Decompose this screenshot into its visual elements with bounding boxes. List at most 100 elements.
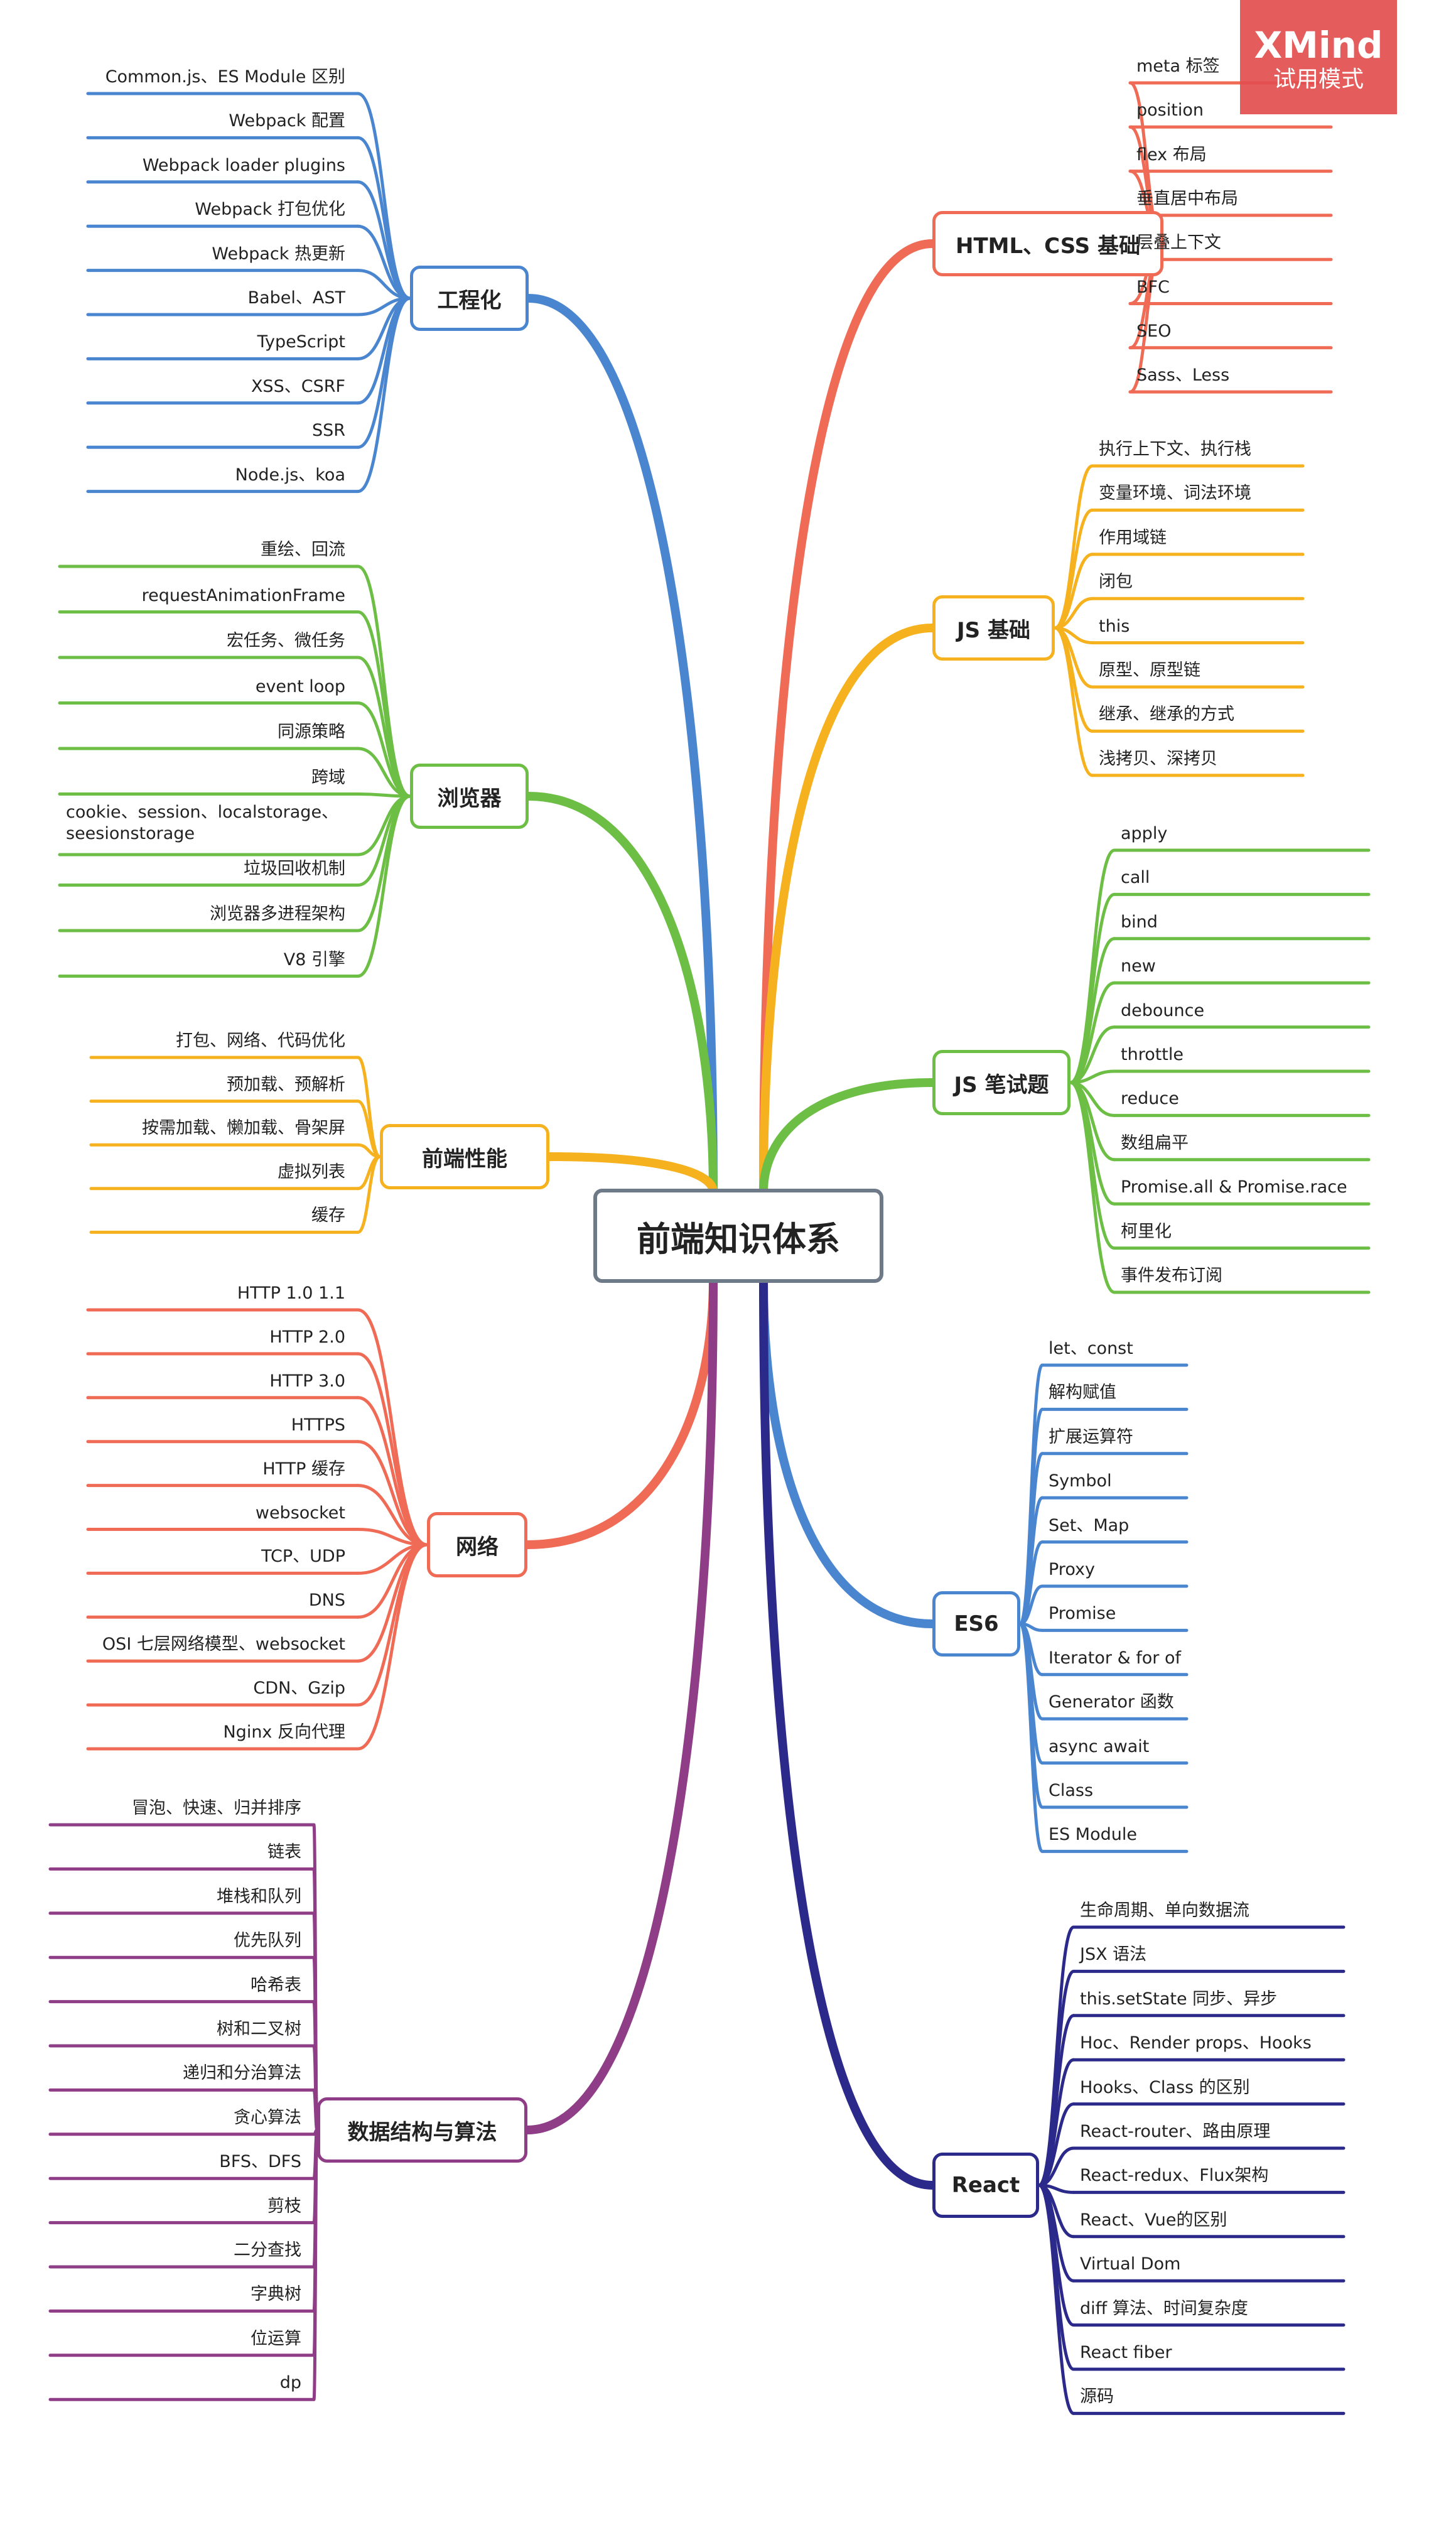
subtopic-item[interactable]: Virtual Dom	[1080, 2254, 1181, 2274]
subtopic-item[interactable]: ES Module	[1049, 1825, 1137, 1845]
subtopic-item[interactable]: React fiber	[1080, 2343, 1172, 2362]
subtopic-item[interactable]: 原型、原型链	[1099, 661, 1200, 680]
subtopic-item[interactable]: Hoc、Render props、Hooks	[1080, 2033, 1312, 2053]
subtopic-item[interactable]: DNS	[308, 1591, 345, 1611]
subtopic-item[interactable]: Common.js、ES Module 区别	[105, 67, 345, 87]
subtopic-item[interactable]: Set、Map	[1049, 1515, 1130, 1535]
subtopic-item[interactable]: debounce	[1121, 1000, 1205, 1020]
subtopic-item[interactable]: diff 算法、时间复杂度	[1080, 2298, 1248, 2318]
subtopic-item[interactable]: OSI 七层网络模型、websocket	[102, 1635, 345, 1655]
subtopic-item[interactable]: Webpack 打包优化	[195, 200, 345, 220]
subtopic-item[interactable]: 重绘、回流	[261, 540, 345, 559]
subtopic-item[interactable]: TypeScript	[257, 332, 345, 352]
central-topic[interactable]: 前端知识体系	[593, 1189, 883, 1283]
subtopic-item[interactable]: 同源策略	[278, 722, 345, 742]
subtopic-item[interactable]: dp	[279, 2373, 301, 2393]
subtopic-item[interactable]: HTTP 缓存	[262, 1459, 345, 1479]
subtopic-item[interactable]: new	[1121, 956, 1156, 976]
subtopic-item[interactable]: 堆栈和队列	[217, 1886, 301, 1906]
subtopic-item[interactable]: 柯里化	[1121, 1221, 1172, 1241]
topic-js-basics[interactable]: JS 基础	[932, 595, 1055, 661]
subtopic-item[interactable]: 树和二叉树	[217, 2019, 301, 2039]
subtopic-item[interactable]: websocket	[255, 1503, 345, 1523]
subtopic-item[interactable]: 位运算	[251, 2328, 301, 2349]
subtopic-item[interactable]: this.setState 同步、异步	[1080, 1989, 1278, 2009]
subtopic-item[interactable]: React-router、路由原理	[1080, 2122, 1271, 2141]
subtopic-item[interactable]: 闭包	[1099, 572, 1133, 592]
subtopic-item[interactable]: 生命周期、单向数据流	[1080, 1901, 1249, 1920]
subtopic-item[interactable]: 垂直居中布局	[1136, 188, 1238, 208]
subtopic-item[interactable]: event loop	[255, 676, 345, 696]
subtopic-item[interactable]: bind	[1121, 912, 1158, 932]
subtopic-item[interactable]: Nginx 反向代理	[223, 1722, 345, 1742]
topic-performance[interactable]: 前端性能	[380, 1124, 549, 1189]
subtopic-item[interactable]: 贪心算法	[234, 2107, 301, 2127]
topic-js-exam[interactable]: JS 笔试题	[932, 1050, 1070, 1115]
subtopic-item[interactable]: 缓存	[311, 1206, 345, 1226]
subtopic-item[interactable]: HTTP 3.0	[269, 1371, 345, 1391]
subtopic-item[interactable]: reduce	[1121, 1089, 1179, 1109]
subtopic-item[interactable]: 垃圾回收机制	[244, 858, 345, 878]
subtopic-item[interactable]: Hooks、Class 的区别	[1080, 2077, 1250, 2097]
subtopic-item[interactable]: 源码	[1080, 2387, 1114, 2407]
subtopic-item[interactable]: 预加载、预解析	[227, 1074, 345, 1095]
subtopic-item[interactable]: SSR	[311, 421, 345, 441]
subtopic-item[interactable]: 作用域链	[1099, 527, 1167, 548]
subtopic-item[interactable]: requestAnimationFrame	[141, 585, 345, 605]
subtopic-item[interactable]: throttle	[1121, 1045, 1184, 1064]
topic-react[interactable]: React	[932, 2153, 1039, 2218]
subtopic-item[interactable]: 字典树	[251, 2284, 301, 2305]
subtopic-item[interactable]: Promise	[1049, 1604, 1116, 1624]
subtopic-item[interactable]: Webpack 配置	[229, 111, 345, 131]
subtopic-item[interactable]: Sass、Less	[1136, 365, 1230, 386]
subtopic-item[interactable]: 打包、网络、代码优化	[176, 1031, 345, 1051]
subtopic-item[interactable]: Node.js、koa	[235, 465, 345, 485]
subtopic-item[interactable]: 执行上下文、执行栈	[1099, 440, 1251, 459]
subtopic-item[interactable]: BFC	[1136, 277, 1170, 297]
subtopic-item[interactable]: Webpack loader plugins	[142, 155, 345, 175]
subtopic-item[interactable]: flex 布局	[1136, 144, 1207, 165]
subtopic-item[interactable]: React-redux、Flux架构	[1080, 2166, 1269, 2186]
subtopic-item[interactable]: Proxy	[1049, 1560, 1095, 1579]
subtopic-item[interactable]: 宏任务、微任务	[227, 631, 345, 651]
subtopic-item[interactable]: 事件发布订阅	[1121, 1266, 1222, 1285]
subtopic-item[interactable]: 变量环境、词法环境	[1099, 484, 1251, 504]
subtopic-item[interactable]: 层叠上下文	[1136, 233, 1221, 253]
subtopic-item[interactable]: async await	[1049, 1736, 1150, 1756]
subtopic-item[interactable]: React、Vue的区别	[1080, 2210, 1227, 2230]
subtopic-item[interactable]: call	[1121, 868, 1150, 888]
subtopic-item[interactable]: Class	[1049, 1781, 1094, 1800]
subtopic-item[interactable]: 链表	[267, 1842, 301, 1862]
subtopic-item[interactable]: 数组扁平	[1121, 1133, 1189, 1153]
subtopic-item[interactable]: cookie、session、localstorage、 seesionstor…	[66, 803, 339, 843]
subtopic-item[interactable]: meta 标签	[1136, 57, 1220, 76]
subtopic-item[interactable]: 浏览器多进程架构	[210, 904, 345, 924]
subtopic-item[interactable]: Iterator & for of	[1049, 1648, 1181, 1668]
subtopic-item[interactable]: CDN、Gzip	[253, 1678, 345, 1699]
subtopic-item[interactable]: 扩展运算符	[1049, 1427, 1133, 1447]
subtopic-item[interactable]: BFS、DFS	[219, 2152, 301, 2172]
subtopic-item[interactable]: V8 引擎	[283, 949, 345, 970]
subtopic-item[interactable]: XSS、CSRF	[251, 376, 345, 396]
topic-es6[interactable]: ES6	[932, 1591, 1020, 1657]
topic-network[interactable]: 网络	[427, 1512, 527, 1577]
subtopic-item[interactable]: TCP、UDP	[261, 1547, 345, 1567]
subtopic-item[interactable]: 二分查找	[234, 2240, 301, 2260]
subtopic-item[interactable]: HTTP 1.0 1.1	[237, 1284, 345, 1303]
subtopic-item[interactable]: 跨域	[311, 767, 345, 787]
subtopic-item[interactable]: let、const	[1049, 1339, 1133, 1358]
subtopic-item[interactable]: 解构赋值	[1049, 1383, 1116, 1403]
topic-browser[interactable]: 浏览器	[410, 764, 529, 829]
subtopic-item[interactable]: 继承、继承的方式	[1099, 705, 1234, 725]
topic-engineering[interactable]: 工程化	[410, 266, 529, 331]
subtopic-item[interactable]: HTTPS	[291, 1415, 345, 1435]
topic-algorithms[interactable]: 数据结构与算法	[317, 2097, 527, 2163]
subtopic-item[interactable]: JSX 语法	[1080, 1945, 1147, 1965]
subtopic-item[interactable]: Webpack 热更新	[212, 244, 345, 264]
topic-html-css[interactable]: HTML、CSS 基础	[932, 211, 1163, 276]
subtopic-item[interactable]: position	[1136, 100, 1204, 121]
subtopic-item[interactable]: 冒泡、快速、归并排序	[132, 1798, 301, 1818]
subtopic-item[interactable]: Babel、AST	[247, 288, 345, 308]
subtopic-item[interactable]: apply	[1121, 824, 1168, 843]
subtopic-item[interactable]: Generator 函数	[1049, 1692, 1174, 1712]
